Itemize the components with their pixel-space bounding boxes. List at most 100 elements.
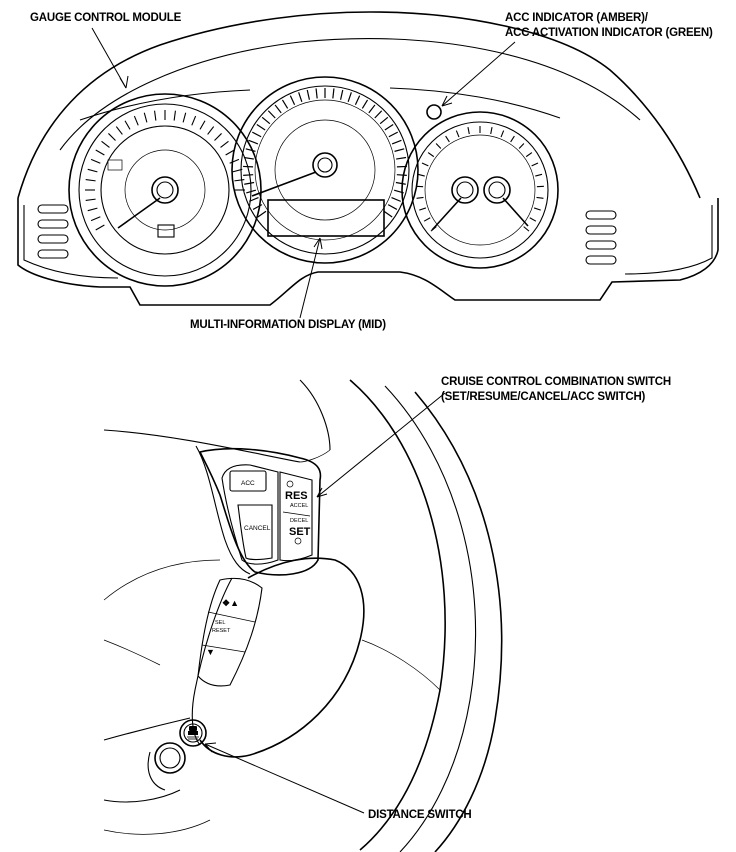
gauge-tick [368,104,376,114]
gauge-tick [87,168,98,173]
center-speedometer [231,76,419,264]
gauge-tick [535,173,543,177]
gauge-tick [281,99,289,109]
gauge-tick [95,149,105,156]
distance-switch-leader [204,743,365,814]
right-vents [585,210,617,265]
gauge-tick [361,99,369,109]
gauge-tick [173,110,176,121]
sel-reset-button[interactable]: SEL RESET [212,620,231,634]
down-button[interactable]: ▼ [206,647,215,657]
acc-indicator-leader [441,41,516,107]
gauge-tick [417,173,425,177]
decel-label: DECEL [290,518,308,524]
acc-indicator-lamp [426,104,442,120]
info-up-icon: ❖▲ [222,598,239,608]
acc-indicator-label-line2: ACC ACTIVATION INDICATOR (GREEN) [505,27,713,39]
gauge-tick [101,140,110,148]
gauge-tick [191,115,197,126]
res-label: RES [285,490,308,502]
gauge-tick [124,120,131,130]
set-label: SET [289,526,311,538]
sel-label: SEL [215,620,225,626]
gauge-tick [518,143,525,149]
gauge-tick [379,116,389,125]
decel-set-button[interactable]: DECEL SET [282,511,311,545]
left-gauge [68,93,262,287]
gauge-tick [225,149,235,156]
gauge-tick [391,139,402,145]
acc-button[interactable]: ACC [229,470,267,492]
gauge-control-module-label: GAUGE CONTROL MODULE [30,12,182,24]
left-vents [37,204,69,259]
gauge-tick [529,217,537,222]
gauge-tick [261,116,271,125]
cruise-switch-leader [316,392,446,498]
gauge-tick [396,156,407,160]
gauge-tick [427,152,435,158]
gauge-tick [85,179,96,182]
gauge-tick [306,89,311,100]
gauge-tick [214,133,222,141]
gauge-tick [347,92,352,103]
gauge-tick [421,162,429,167]
mid-screen [267,199,385,237]
gauge-tick [383,210,393,218]
gauge-tick [395,181,406,185]
gauge-tick [267,110,276,119]
mid-leader [299,237,321,319]
res-accel-button[interactable]: RES ACCEL [285,480,308,509]
mid-label: MULTI-INFORMATION DISPLAY (MID) [190,319,386,331]
gauge-tick [523,226,530,232]
info-up-button[interactable]: ❖▲ [222,598,239,608]
gauge-tick [249,196,259,202]
gauge-tick [243,156,254,160]
gauge-tick [536,196,544,199]
cruise-switch-label-line2: (SET/RESUME/CANCEL/ACC SWITCH) [441,391,646,403]
gauge-tick [423,217,431,222]
gauge-tick [115,126,123,135]
gauge-tick [500,130,505,138]
gauge-tick [332,88,335,99]
gauge-tick [243,174,254,176]
reset-label: RESET [212,628,231,634]
right-gauges [401,111,559,269]
cancel-button[interactable]: CANCEL [237,504,273,561]
gauge-tick [248,139,259,145]
gauge-tick [455,130,460,138]
gauge-tick [199,120,206,130]
gauge-tick [182,112,187,123]
gauge-tick [90,158,101,164]
distance-switch-label: DISTANCE SWITCH [368,809,471,821]
accel-label: ACCEL [290,503,308,509]
cancel-button-label: CANCEL [244,525,271,532]
gauge-tick [416,196,424,199]
gauge-tick [133,115,139,126]
gauge-tick [531,162,539,167]
gauge-tick [510,135,515,143]
gauge-control-module [17,11,719,306]
gauge-tick [251,131,262,138]
distance-switch[interactable] [179,719,207,747]
gauge-tick [143,112,148,123]
gauge-tick [154,110,157,121]
steering-wheel [103,379,503,852]
gauge-tick [387,204,398,210]
gauge-tick [256,123,266,131]
gauge-tick [244,181,255,185]
cruise-switch-label-line1: CRUISE CONTROL COMBINATION SWITCH [441,376,671,388]
gauge-tick [220,140,229,148]
gauge-tick [354,95,361,105]
acc-indicator-label-line1: ACC INDICATOR (AMBER)/ [505,12,649,24]
gauge-tick [289,95,296,105]
gauge-tick [525,152,533,158]
gauge-tick [85,198,96,201]
gauge-tick [388,131,399,138]
down-arrow-icon: ▼ [206,647,215,657]
gauge-tick [339,89,344,100]
gauge-tick [384,123,394,131]
gauge-tick [490,127,493,135]
gauge-tick [90,216,101,222]
acc-button-label: ACC [241,480,255,487]
gauge-tick [396,174,407,176]
